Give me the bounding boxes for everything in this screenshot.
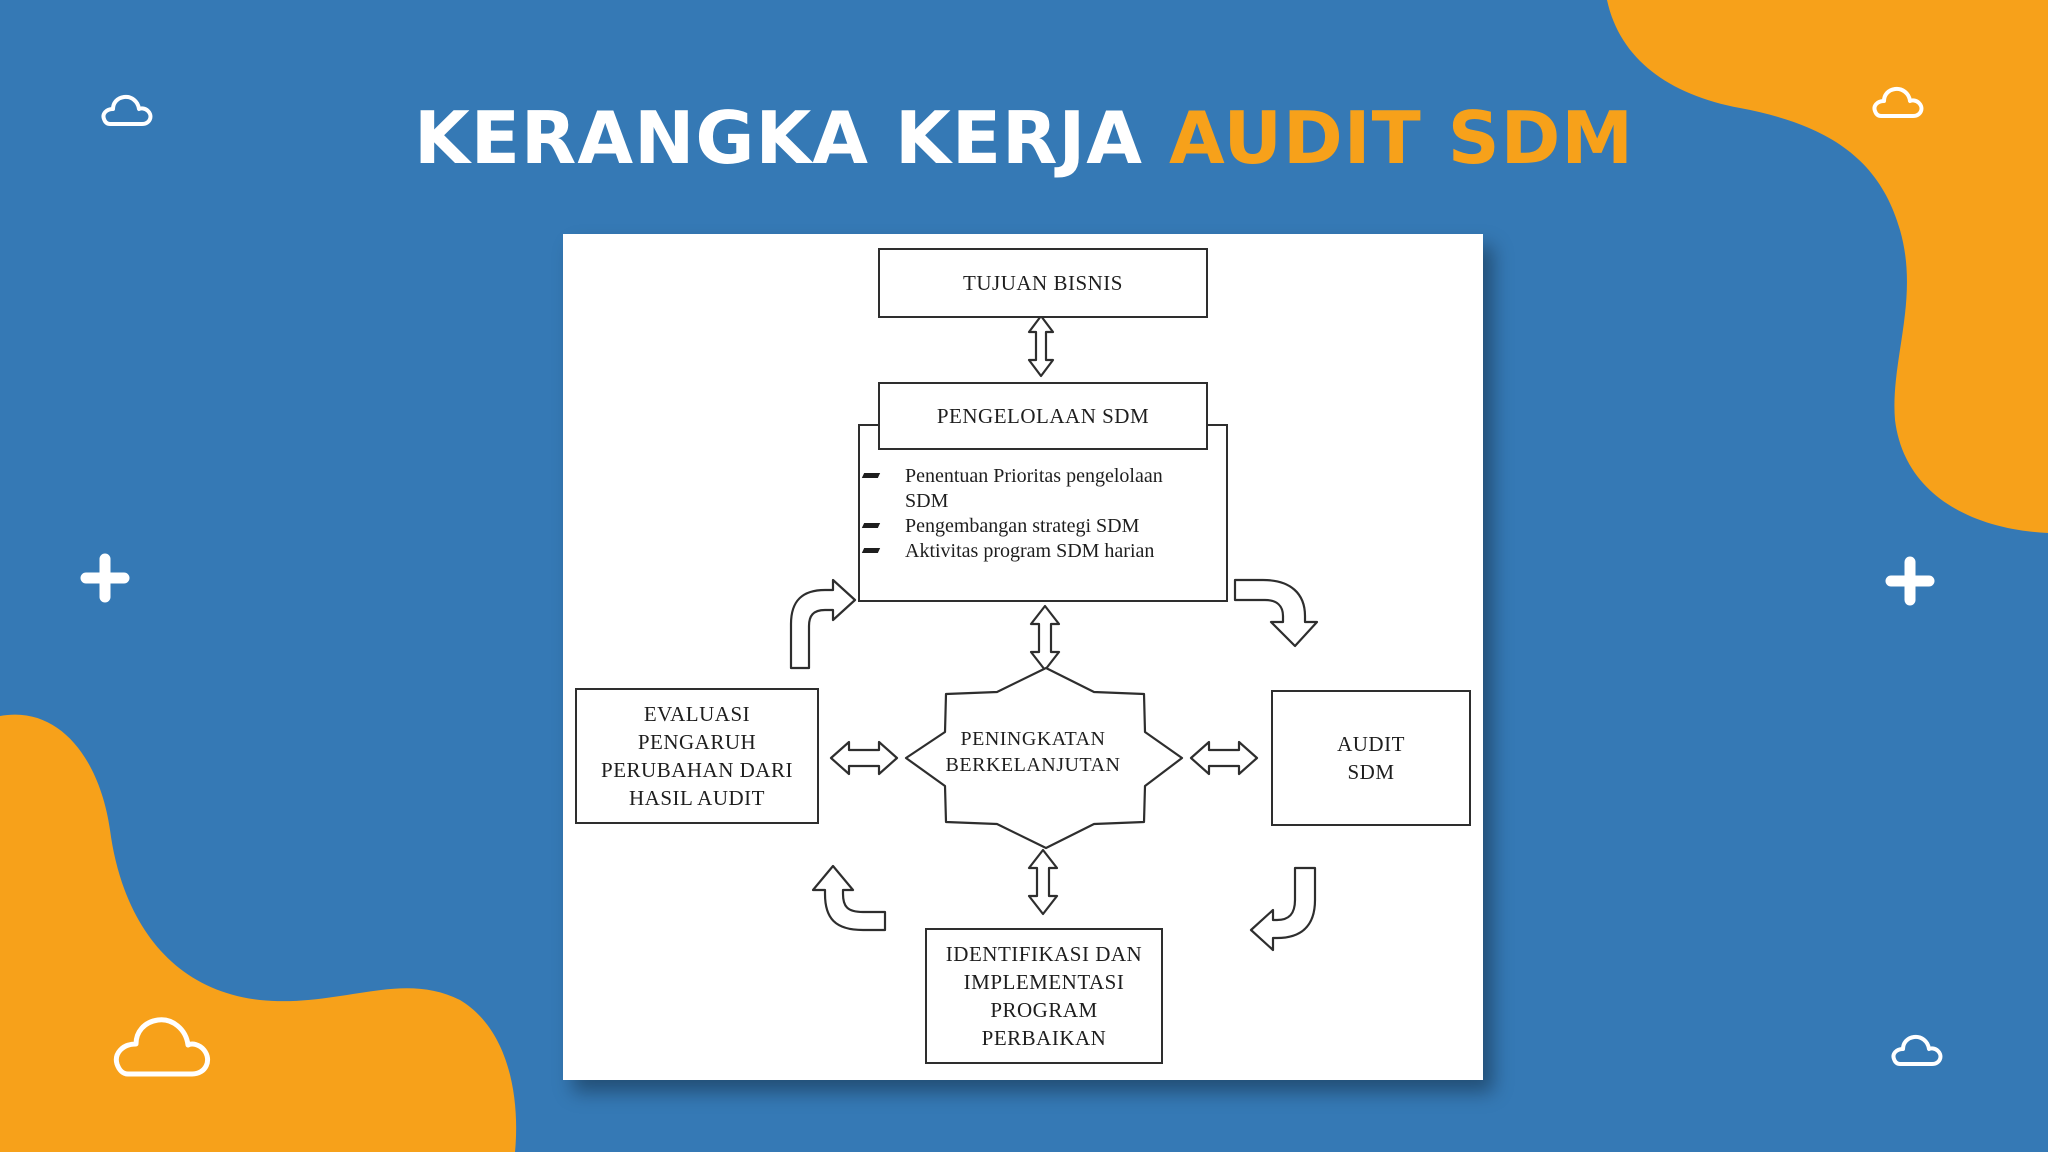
list-item: Pengembangan strategi SDM (861, 514, 1195, 539)
bullet-icon (861, 548, 881, 553)
bullet-icon (861, 473, 881, 478)
curved-arrow (1233, 578, 1319, 648)
business-goal-label: TUJUAN BISNIS (963, 271, 1123, 295)
list-item: Penentuan Prioritas pengelolaan SDM (861, 464, 1195, 514)
plus-icon (1885, 556, 1935, 606)
continuous-improvement-star (904, 666, 1184, 850)
audit-box: AUDIT SDM (1271, 690, 1471, 826)
double-arrow-horizontal (1189, 740, 1259, 776)
improvement-box: IDENTIFIKASI DAN IMPLEMENTASI PROGRAM PE… (925, 928, 1163, 1064)
hr-management-list: Penentuan Prioritas pengelolaan SDM Peng… (861, 464, 1195, 564)
slide-title: KERANGKA KERJA AUDIT SDM (0, 96, 2048, 180)
diagram-panel: TUJUAN BISNIS PENGELOLAAN SDM Penentuan … (563, 234, 1483, 1080)
cloud-icon (1872, 86, 1924, 118)
title-accent: AUDIT SDM (1169, 96, 1635, 180)
double-arrow-horizontal (829, 740, 899, 776)
cloud-icon (101, 94, 153, 126)
bullet-icon (861, 523, 881, 528)
cloud-icon (1891, 1034, 1943, 1066)
list-item: Aktivitas program SDM harian (861, 539, 1195, 564)
continuous-improvement-label: PENINGKATAN BERKELANJUTAN (945, 728, 1121, 776)
double-arrow-vertical (1027, 314, 1055, 378)
curved-arrow (1249, 866, 1317, 952)
business-goal-box: TUJUAN BISNIS (878, 248, 1208, 318)
curved-arrow (811, 864, 887, 932)
diagram-connectors (789, 314, 1319, 952)
plus-icon (80, 553, 130, 603)
double-arrow-vertical (1029, 604, 1061, 672)
double-arrow-vertical (1027, 848, 1059, 916)
evaluation-box: EVALUASI PENGARUH PERUBAHAN DARI HASIL A… (575, 688, 819, 824)
hr-management-title: PENGELOLAAN SDM (936, 404, 1150, 428)
curved-arrow (789, 578, 857, 670)
cloud-icon (113, 1017, 210, 1077)
title-main: KERANGKA KERJA (413, 96, 1143, 180)
hr-management-box: PENGELOLAAN SDM (878, 382, 1208, 450)
